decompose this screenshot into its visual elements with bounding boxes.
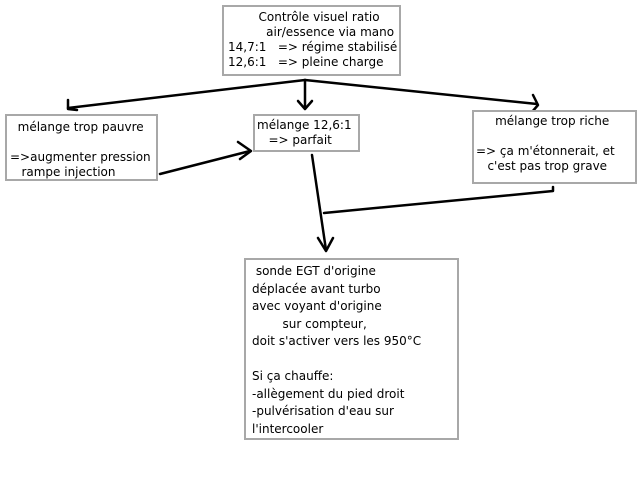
bottom-box-line: -allègement du pied droit [252, 386, 405, 401]
egt-probe-box: sonde EGT d'origine déplacée avant turbo a… [244, 258, 459, 440]
arrow-center-to-bottom [310, 153, 328, 252]
left-box-line: rampe injection [10, 165, 116, 179]
bottom-box-line: l'intercooler [252, 421, 324, 436]
bottom-box-line: doit s'activer vers les 950°C [252, 334, 422, 348]
lean-mixture-box: mélange trop pauvre =>augmenter pression… [5, 114, 158, 181]
top-box-line: air/essence via mano [228, 25, 395, 39]
center-box-line: mélange 12,6:1 [257, 118, 352, 132]
right-box-line [476, 129, 633, 144]
left-box-line [10, 135, 154, 150]
arrowhead-bottom [316, 236, 335, 253]
arrowhead-left-to-center [236, 140, 253, 161]
bottom-box-line: déplacée avant turbo [252, 281, 381, 296]
right-box-line: mélange trop riche [476, 114, 610, 128]
center-box-line: => parfait [257, 133, 332, 147]
bottom-box-line: avec voyant d'origine [252, 299, 382, 313]
perfect-mixture-box: mélange 12,6:1 => parfait [253, 114, 360, 152]
top-box-line: 14,7:1 => régime stabilisé [228, 40, 398, 54]
bottom-box-line [252, 351, 451, 369]
top-box-line: 12,6:1 => pleine charge [228, 55, 384, 69]
arrow-top-to-left [66, 78, 307, 110]
bottom-box-line: -pulvérisation d'eau sur [252, 404, 394, 418]
arrowhead-left [66, 98, 79, 112]
line-right-to-junction [322, 185, 555, 215]
arrowhead-right [530, 93, 540, 114]
bottom-box-line: sur compteur, [252, 316, 367, 331]
left-box-line: =>augmenter pression [10, 150, 151, 164]
left-box-line: mélange trop pauvre [10, 120, 144, 134]
arrowhead-center [296, 99, 314, 111]
arrow-top-to-right [303, 78, 539, 106]
bottom-box-line: Si ça chauffe: [252, 369, 334, 383]
arrow-left-to-center [158, 149, 252, 176]
right-box-line: => ça m'étonnerait, et [476, 144, 615, 158]
control-ratio-box: Contrôle visuel ratio air/essence via ma… [222, 5, 401, 76]
rich-mixture-box: mélange trop riche => ça m'étonnerait, e… [472, 110, 637, 184]
bottom-box-line: sonde EGT d'origine [252, 264, 376, 278]
top-box-line: Contrôle visuel ratio [228, 10, 380, 24]
right-box-line: c'est pas trop grave [476, 159, 608, 173]
